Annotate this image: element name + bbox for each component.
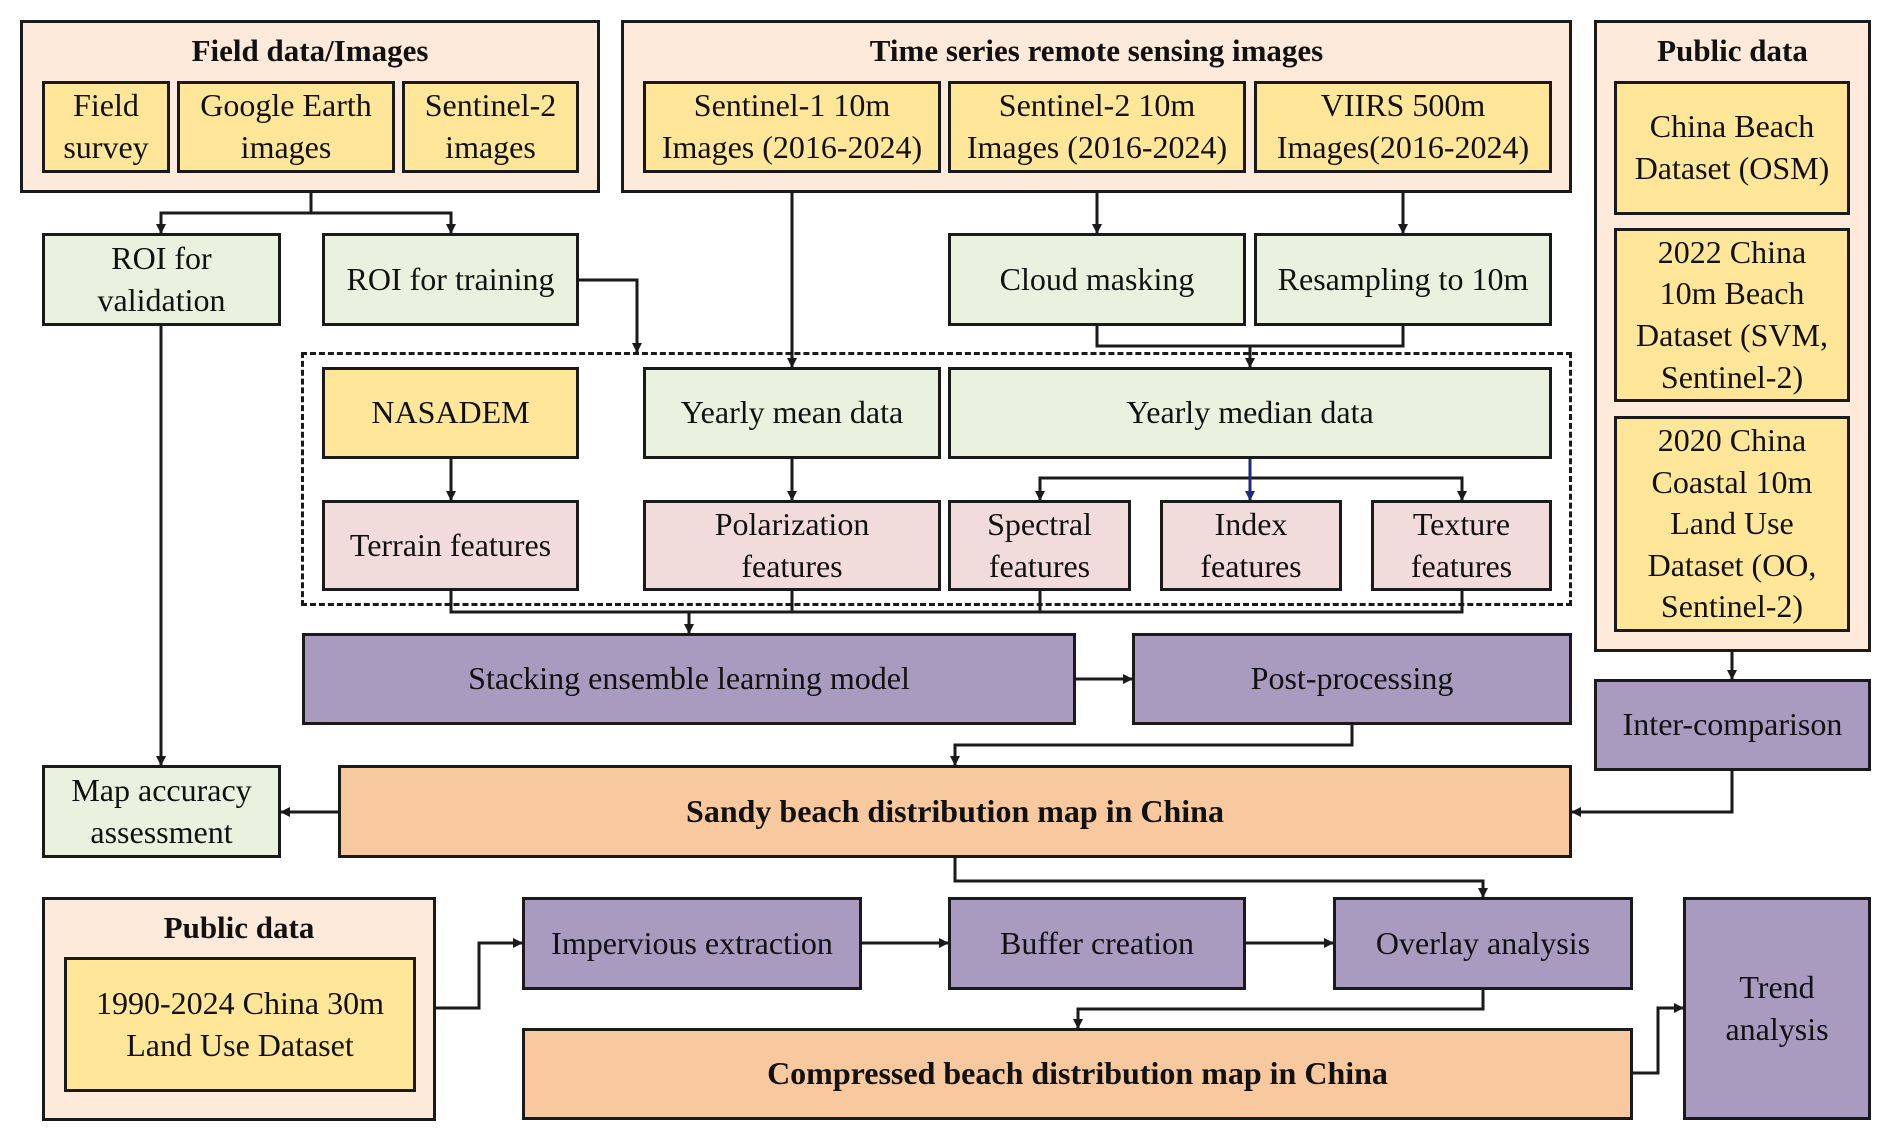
compressed-beach-map-box: Compressed beach distribution map in Chi… bbox=[522, 1028, 1633, 1120]
arrow-sandy-map-to-overlay bbox=[953, 858, 1488, 898]
time-series-title: Time series remote sensing images bbox=[869, 33, 1324, 68]
china-30m-landuse-box: 1990-2024 China 30m Land Use Dataset bbox=[64, 957, 416, 1092]
index-features-box: Index features bbox=[1160, 500, 1342, 591]
overlay-analysis-box: Overlay analysis bbox=[1333, 897, 1633, 990]
buffer-creation-box: Buffer creation bbox=[948, 897, 1246, 990]
feature-extraction-region bbox=[301, 352, 1572, 606]
stacking-model-box: Stacking ensemble learning model bbox=[302, 633, 1076, 725]
terrain-features-box: Terrain features bbox=[322, 500, 579, 591]
arrow-landuse-to-impervious bbox=[436, 938, 523, 1010]
china-2022-beach-box: 2022 China 10m Beach Dataset (SVM, Senti… bbox=[1614, 228, 1850, 402]
arrow-field-to-roi-validation bbox=[156, 193, 313, 234]
cloud-masking-box: Cloud masking bbox=[948, 233, 1246, 326]
texture-features-box: Texture features bbox=[1371, 500, 1552, 591]
china-beach-osm-box: China Beach Dataset (OSM) bbox=[1614, 81, 1850, 215]
post-processing-box: Post-processing bbox=[1132, 633, 1572, 725]
arrow-intercomparison-to-sandy-map bbox=[1571, 771, 1734, 817]
sandy-beach-map-box: Sandy beach distribution map in China bbox=[338, 765, 1572, 858]
impervious-extraction-box: Impervious extraction bbox=[522, 897, 862, 990]
inter-comparison-box: Inter-comparison bbox=[1594, 679, 1871, 771]
sentinel-1-box: Sentinel-1 10m Images (2016-2024) bbox=[643, 81, 941, 173]
arrow-overlay-to-compressed bbox=[1073, 990, 1485, 1029]
nasadem-box: NASADEM bbox=[322, 367, 579, 459]
public-data-top-title: Public data bbox=[1657, 33, 1808, 68]
polarization-features-box: Polarization features bbox=[643, 500, 941, 591]
field-survey-box: Field survey bbox=[42, 81, 170, 173]
viirs-box: VIIRS 500m Images(2016-2024) bbox=[1254, 81, 1552, 173]
sentinel-2-images-box: Sentinel-2 images bbox=[402, 81, 579, 173]
yearly-mean-box: Yearly mean data bbox=[643, 367, 941, 459]
arrow-post-to-sandy-map bbox=[950, 725, 1354, 766]
roi-training-box: ROI for training bbox=[322, 233, 579, 326]
arrow-roi-training-to-features bbox=[579, 278, 642, 353]
yearly-median-box: Yearly median data bbox=[948, 367, 1552, 459]
public-data-bottom-title: Public data bbox=[163, 910, 315, 945]
google-earth-images-box: Google Earth images bbox=[177, 81, 395, 173]
sentinel-2-10m-box: Sentinel-2 10m Images (2016-2024) bbox=[948, 81, 1246, 173]
resampling-box: Resampling to 10m bbox=[1254, 233, 1552, 326]
arrow-compressed-to-trend bbox=[1633, 1003, 1684, 1075]
field-data-title: Field data/Images bbox=[191, 33, 429, 68]
spectral-features-box: Spectral features bbox=[948, 500, 1131, 591]
map-accuracy-box: Map accuracy assessment bbox=[42, 765, 281, 858]
china-2020-landuse-box: 2020 China Coastal 10m Land Use Dataset … bbox=[1614, 416, 1850, 632]
trend-analysis-box: Trend analysis bbox=[1683, 897, 1871, 1120]
roi-validation-box: ROI for validation bbox=[42, 233, 281, 326]
arrow-field-to-roi-training bbox=[311, 211, 456, 234]
